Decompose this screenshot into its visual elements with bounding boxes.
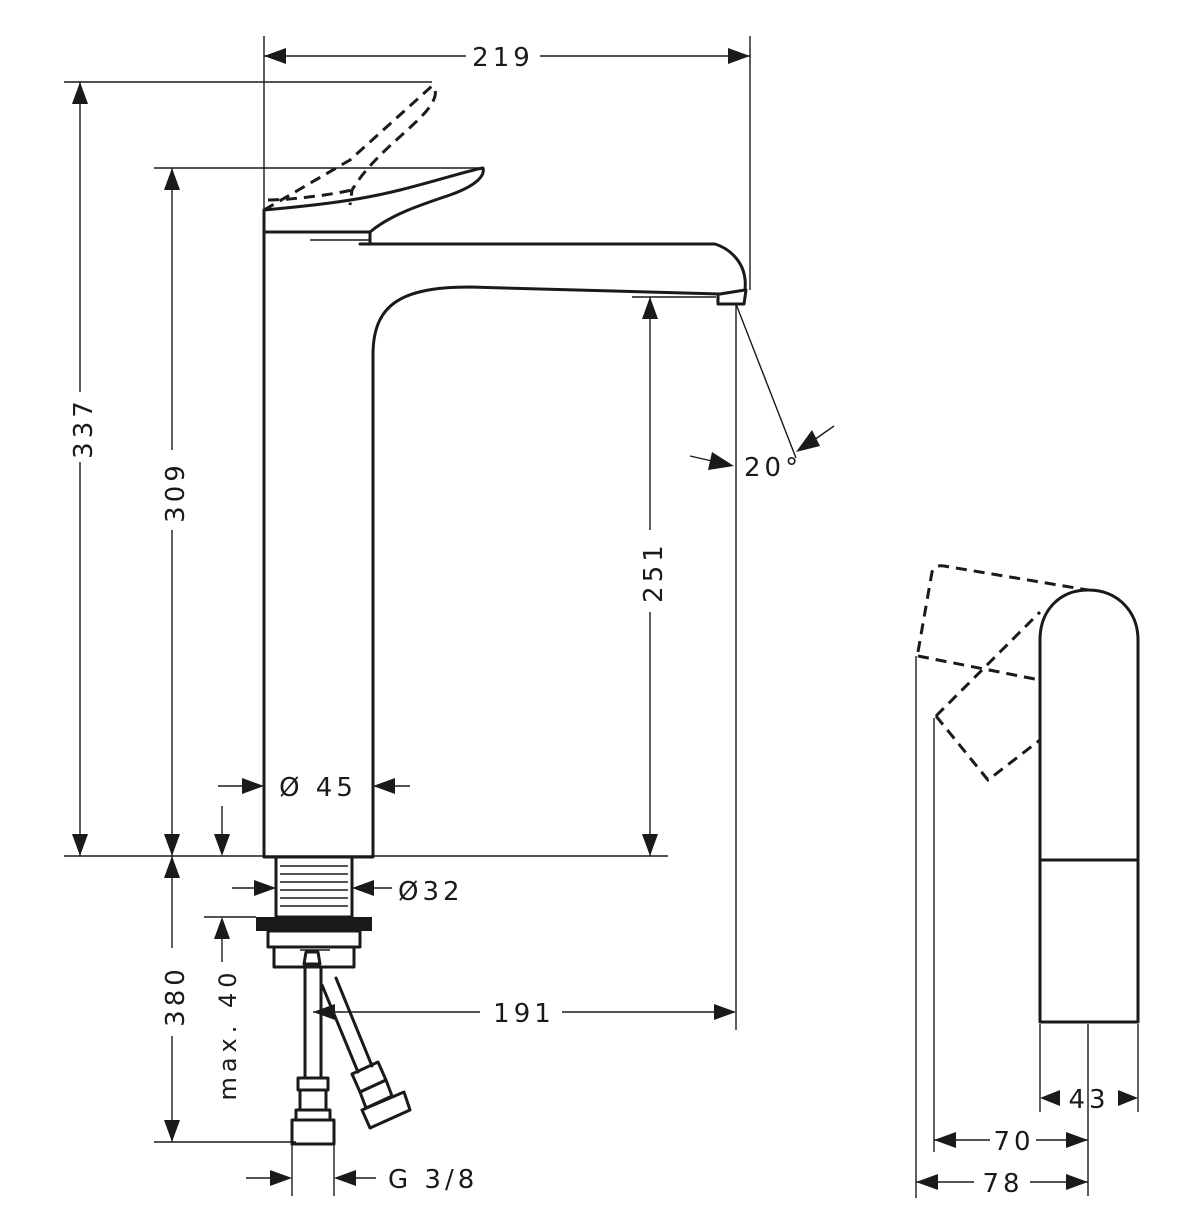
dim-lever-width: 43 [1039, 1024, 1139, 1196]
dim-side-depth-outer: 78 [915, 656, 1088, 1199]
lever-closed [262, 166, 485, 234]
supply-hoses [290, 965, 412, 1146]
dim-spray-angle: 20° [689, 303, 835, 1030]
lever-open-dashed [263, 84, 437, 212]
label-max-40: max. 40 [214, 967, 242, 1100]
dim-spout-reach: 191 [313, 999, 736, 1029]
dim-connection-thread: G 3/8 [246, 1144, 478, 1196]
label-219: 219 [472, 43, 534, 73]
label-380: 380 [161, 965, 191, 1027]
label-309: 309 [161, 461, 191, 523]
label-43: 43 [1068, 1085, 1109, 1115]
label-diameter-45: Ø 45 [279, 773, 357, 803]
dim-side-depth-inner: 70 [933, 718, 1088, 1157]
label-251: 251 [639, 541, 669, 603]
dim-shank-length: 380 [154, 856, 296, 1143]
label-78: 78 [982, 1169, 1023, 1199]
label-191: 191 [493, 999, 555, 1029]
dim-marker-above-base [214, 806, 230, 856]
label-70: 70 [993, 1127, 1034, 1157]
threaded-shank [256, 855, 372, 969]
label-337: 337 [69, 397, 99, 459]
label-diameter-32: Ø32 [398, 877, 464, 907]
faucet-body [262, 230, 748, 859]
dim-overall-width: 219 [263, 36, 751, 290]
dim-max-thickness: max. 40 [204, 916, 256, 1101]
side-view [916, 564, 1140, 1024]
label-g-3-8: G 3/8 [388, 1165, 478, 1195]
dim-body-height: 309 [154, 167, 480, 856]
dim-shank-diameter: Ø32 [232, 877, 464, 907]
dim-spout-clearance: 251 [632, 296, 716, 856]
dim-overall-height: 337 [64, 81, 432, 856]
dim-body-diameter: Ø 45 [218, 773, 410, 803]
label-20-degrees: 20° [744, 453, 802, 483]
